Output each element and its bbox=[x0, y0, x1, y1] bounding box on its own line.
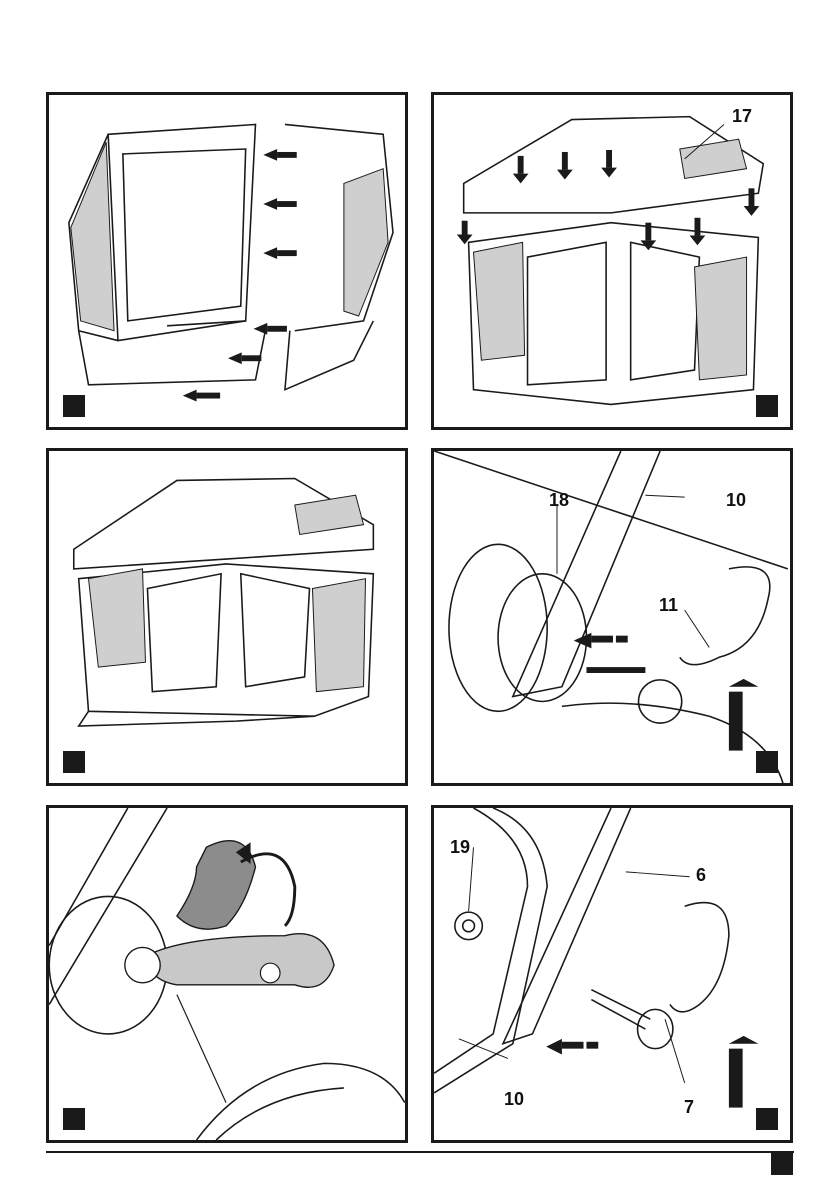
callout-label: 7 bbox=[684, 1098, 694, 1116]
bolt-knob-illustration bbox=[434, 808, 790, 1140]
figure-panel-a bbox=[46, 92, 408, 430]
figure-panel-f: 19 6 10 7 bbox=[431, 805, 793, 1143]
figure-marker bbox=[756, 751, 778, 773]
footer-rule bbox=[46, 1151, 794, 1153]
assembled-grass-box-illustration bbox=[49, 451, 405, 783]
callout-label: 10 bbox=[726, 491, 746, 509]
figure-marker bbox=[63, 1108, 85, 1130]
callout-label: 18 bbox=[549, 491, 569, 509]
callout-label: 6 bbox=[696, 866, 706, 884]
figure-panel-e bbox=[46, 805, 408, 1143]
callout-label: 17 bbox=[732, 107, 752, 125]
figure-marker bbox=[756, 395, 778, 417]
callout-label: 11 bbox=[659, 596, 678, 614]
figure-panel-b: 17 bbox=[431, 92, 793, 430]
figure-marker bbox=[756, 1108, 778, 1130]
grass-box-assembly-illustration bbox=[49, 95, 405, 427]
callout-label: 10 bbox=[504, 1090, 524, 1108]
figure-marker bbox=[63, 395, 85, 417]
figure-panel-c bbox=[46, 448, 408, 786]
grass-box-lid-illustration bbox=[434, 95, 790, 427]
figure-marker bbox=[63, 751, 85, 773]
figure-panel-d: 18 10 11 bbox=[431, 448, 793, 786]
callout-label: 19 bbox=[450, 838, 470, 856]
page-marker bbox=[771, 1153, 793, 1175]
lever-rotation-illustration bbox=[49, 808, 405, 1140]
